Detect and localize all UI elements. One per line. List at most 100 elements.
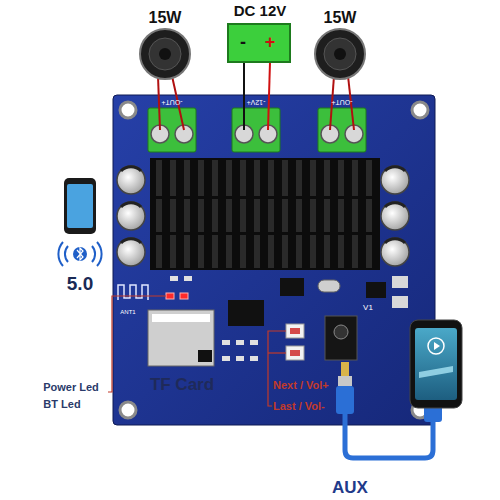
part-label: Last / Vol- [273, 400, 325, 412]
phone-icon [64, 178, 96, 234]
leader-line [268, 352, 286, 353]
heatsink-fin [282, 160, 288, 268]
capacitor [381, 238, 409, 266]
capacitor-mark [385, 203, 405, 207]
phone-screen [415, 328, 457, 400]
speaker-symbol [140, 29, 190, 79]
regulator [366, 282, 386, 298]
part-label: 15W [324, 9, 357, 27]
plug-tip [341, 362, 349, 376]
speaker-cap [159, 48, 171, 60]
play-icon [434, 342, 440, 350]
smd-part [184, 276, 192, 281]
battery-symbol [228, 24, 290, 62]
ic-chip [228, 300, 264, 326]
phone-icon [410, 320, 462, 408]
speaker-rim [140, 29, 190, 79]
speaker-cone [149, 38, 181, 70]
plug-body [336, 386, 354, 414]
capacitor-mark [121, 239, 141, 243]
phone-screen [67, 184, 93, 228]
part-label: TF Card [150, 376, 214, 395]
capacitor-mark [385, 239, 405, 243]
smd-part [250, 340, 258, 345]
heatsink-fin [268, 160, 274, 268]
part-label: Next / Vol+ [273, 379, 329, 391]
part-label: AUX [332, 479, 368, 498]
heatsink-fin [254, 160, 260, 268]
bluetooth-icon [73, 247, 87, 261]
push-button-cap [290, 328, 300, 334]
illustration-part [156, 160, 372, 268]
mounting-holes [120, 102, 428, 418]
part-label: V1 [363, 304, 373, 313]
aux-jack [325, 316, 357, 360]
smd-part [170, 276, 178, 281]
aux-jack-hole [334, 325, 348, 339]
aux-cable [345, 414, 433, 458]
heatsink-fin [198, 160, 204, 268]
capacitor-marks [121, 167, 405, 243]
plug-sleeve [338, 376, 352, 386]
capacitor [117, 202, 145, 230]
heatsink-fin [184, 160, 190, 268]
part-label: BT Led [43, 398, 80, 410]
wire [268, 62, 270, 130]
wave [92, 246, 95, 262]
tf-card-slot [148, 310, 214, 366]
speaker-cap [334, 48, 346, 60]
part-label: 5.0 [67, 274, 93, 295]
terminal-block [318, 108, 366, 152]
part-label: -OUT+ [331, 98, 352, 106]
heatsink-groove [150, 232, 380, 235]
leader-line [268, 331, 286, 406]
part-label: 15W [149, 9, 182, 27]
led [180, 293, 188, 299]
part-label: Power Led [43, 381, 99, 393]
wire [158, 76, 160, 130]
heatsink-fin [366, 160, 372, 268]
heatsink-fin [324, 160, 330, 268]
smd-part [222, 340, 230, 345]
ic-chip [280, 278, 304, 296]
heatsink-fin [240, 160, 246, 268]
heatsink-fin [226, 160, 232, 268]
capacitor [117, 238, 145, 266]
bluetooth-rune [77, 248, 83, 260]
smd-part [392, 276, 408, 288]
part-label: -OUT+ [161, 98, 182, 106]
wave [97, 242, 102, 266]
capacitor-mark [121, 167, 141, 171]
tf-card-slot-edge [152, 314, 210, 322]
speaker-rim [315, 29, 365, 79]
heatsink-fin [156, 160, 162, 268]
push-button [286, 324, 304, 338]
push-button [286, 346, 304, 360]
part-label: -12V+ [247, 98, 266, 106]
heatsink-fin [212, 160, 218, 268]
bluetooth-waves [58, 242, 101, 266]
crystal [318, 280, 340, 292]
part-label: + [265, 33, 276, 53]
heatsink-fin [338, 160, 344, 268]
speaker-symbol [315, 29, 365, 79]
capacitor-mark [385, 167, 405, 171]
part-label: - [240, 33, 246, 53]
pcb-board [113, 95, 435, 425]
terminal-block [148, 108, 196, 152]
part-label: DC 12V [234, 3, 287, 20]
heatsink-body [150, 158, 380, 270]
smd-part [392, 296, 408, 308]
tf-card-latch [198, 350, 212, 362]
mounting-hole [120, 102, 136, 118]
heatsink-fin [352, 160, 358, 268]
screen-stripe [419, 366, 453, 378]
heatsink-fin [310, 160, 316, 268]
smd-part [236, 356, 244, 361]
illustration-part [150, 196, 380, 235]
heatsink-fin [296, 160, 302, 268]
heatsink-fin [170, 160, 176, 268]
capacitor [381, 202, 409, 230]
